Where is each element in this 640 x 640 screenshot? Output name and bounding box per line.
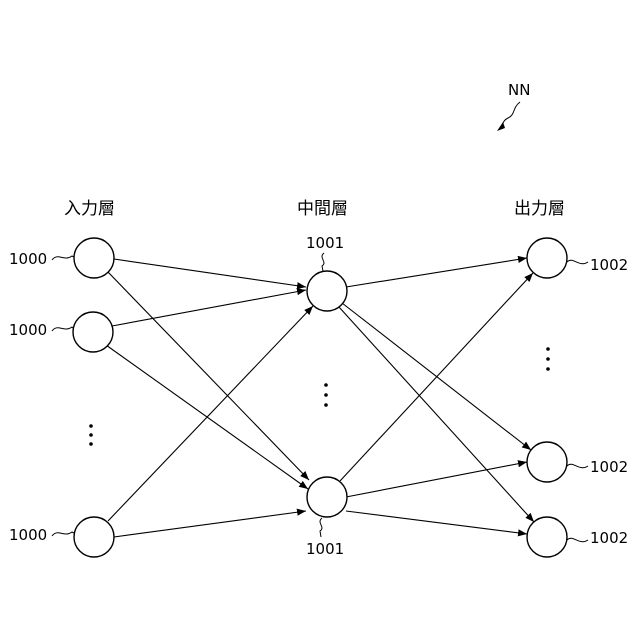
output-node-2-leader xyxy=(567,464,588,467)
input-node-2 xyxy=(73,312,113,352)
output-node-1 xyxy=(527,238,567,278)
input-node-1 xyxy=(74,238,114,278)
output-ellipsis xyxy=(546,347,550,371)
input-node-1-label: 1000 xyxy=(9,250,47,268)
hidden-node-2-leader xyxy=(320,518,322,537)
edge-input2-hidden1 xyxy=(112,290,306,326)
output-node-2 xyxy=(527,442,567,482)
output-layer-title: 出力層 xyxy=(514,199,565,219)
edge-hidden1-output1 xyxy=(346,258,527,287)
output-node-1-leader xyxy=(567,260,588,263)
edge-input1-hidden2 xyxy=(108,272,309,480)
output-node-3-leader xyxy=(567,538,588,541)
edge-input3-hidden2 xyxy=(114,511,306,537)
input-layer-title: 入力層 xyxy=(64,199,115,219)
hidden-layer-title: 中間層 xyxy=(297,199,348,219)
input-node-2-label: 1000 xyxy=(9,321,47,339)
output-node-3 xyxy=(527,517,567,557)
edge-hidden2-output1 xyxy=(340,273,533,481)
input-ellipsis xyxy=(89,424,93,446)
hidden-node-1 xyxy=(307,271,347,311)
edge-hidden2-output3 xyxy=(346,511,527,534)
input-node-1-leader xyxy=(52,256,74,260)
hidden-node-1-label: 1001 xyxy=(306,234,344,252)
output-node-2-label: 1002 xyxy=(590,458,628,476)
hidden-node-1-leader xyxy=(322,253,324,271)
hidden-node-2-label: 1001 xyxy=(306,540,344,558)
input-node-3 xyxy=(74,517,114,557)
figure-label-arrowhead xyxy=(497,122,505,131)
edge-input3-hidden1 xyxy=(108,306,313,521)
input-node-2-leader xyxy=(52,327,73,331)
input-node-3-label: 1000 xyxy=(9,526,47,544)
edge-hidden2-output2 xyxy=(346,462,527,497)
input-node-3-leader xyxy=(52,532,74,536)
edge-input1-hidden1 xyxy=(114,259,306,287)
output-node-3-label: 1002 xyxy=(590,529,628,547)
edge-hidden1-output3 xyxy=(339,307,534,522)
hidden-node-2 xyxy=(307,477,347,517)
figure-label: NN xyxy=(508,81,530,99)
output-node-1-label: 1002 xyxy=(590,256,628,274)
hidden-ellipsis xyxy=(324,383,328,407)
